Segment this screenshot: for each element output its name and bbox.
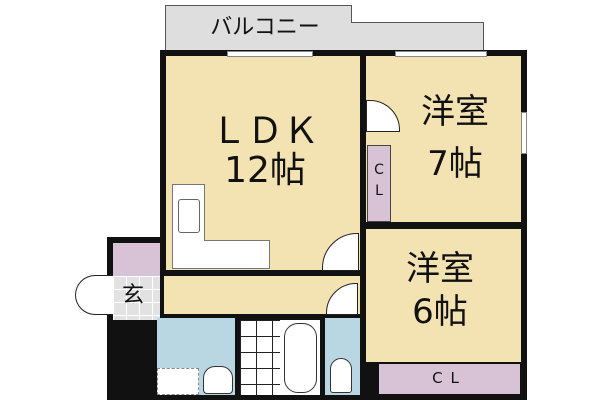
closet-2 (379, 364, 520, 394)
entrance-door[interactable] (75, 275, 113, 315)
kitchen-sink (178, 199, 200, 233)
bath-floor (240, 320, 280, 395)
balcony (165, 5, 352, 53)
entrance (113, 276, 160, 320)
western-1-name: 洋室 (421, 92, 489, 132)
shoe-storage (113, 243, 160, 276)
toilet (330, 358, 352, 393)
kitchen-extension (204, 240, 270, 269)
window-western-1-side (521, 112, 527, 154)
wash-basin (203, 366, 233, 394)
closet-1-label-bottom: L (375, 183, 383, 199)
bathtub (284, 323, 317, 393)
ldk-name: ＬＤＫ (210, 111, 319, 152)
room-western-1 (366, 56, 521, 222)
closet-1 (367, 145, 391, 222)
entrance-label: 玄 (121, 283, 144, 308)
western-2-name: 洋室 (406, 249, 474, 289)
western-1-size: 7帖 (427, 144, 483, 184)
closet-1-label-top: C (374, 162, 384, 178)
window-western-1 (395, 51, 487, 57)
window-ldk (227, 51, 313, 57)
balcony-extension (351, 22, 484, 53)
balcony-label: バルコニー (210, 15, 320, 40)
closet-2-label: CL (432, 369, 467, 387)
ldk-size: 12帖 (224, 150, 306, 191)
washing-machine-space (157, 368, 199, 395)
western-2-size: 6帖 (412, 292, 468, 332)
room-western-2 (366, 229, 521, 362)
